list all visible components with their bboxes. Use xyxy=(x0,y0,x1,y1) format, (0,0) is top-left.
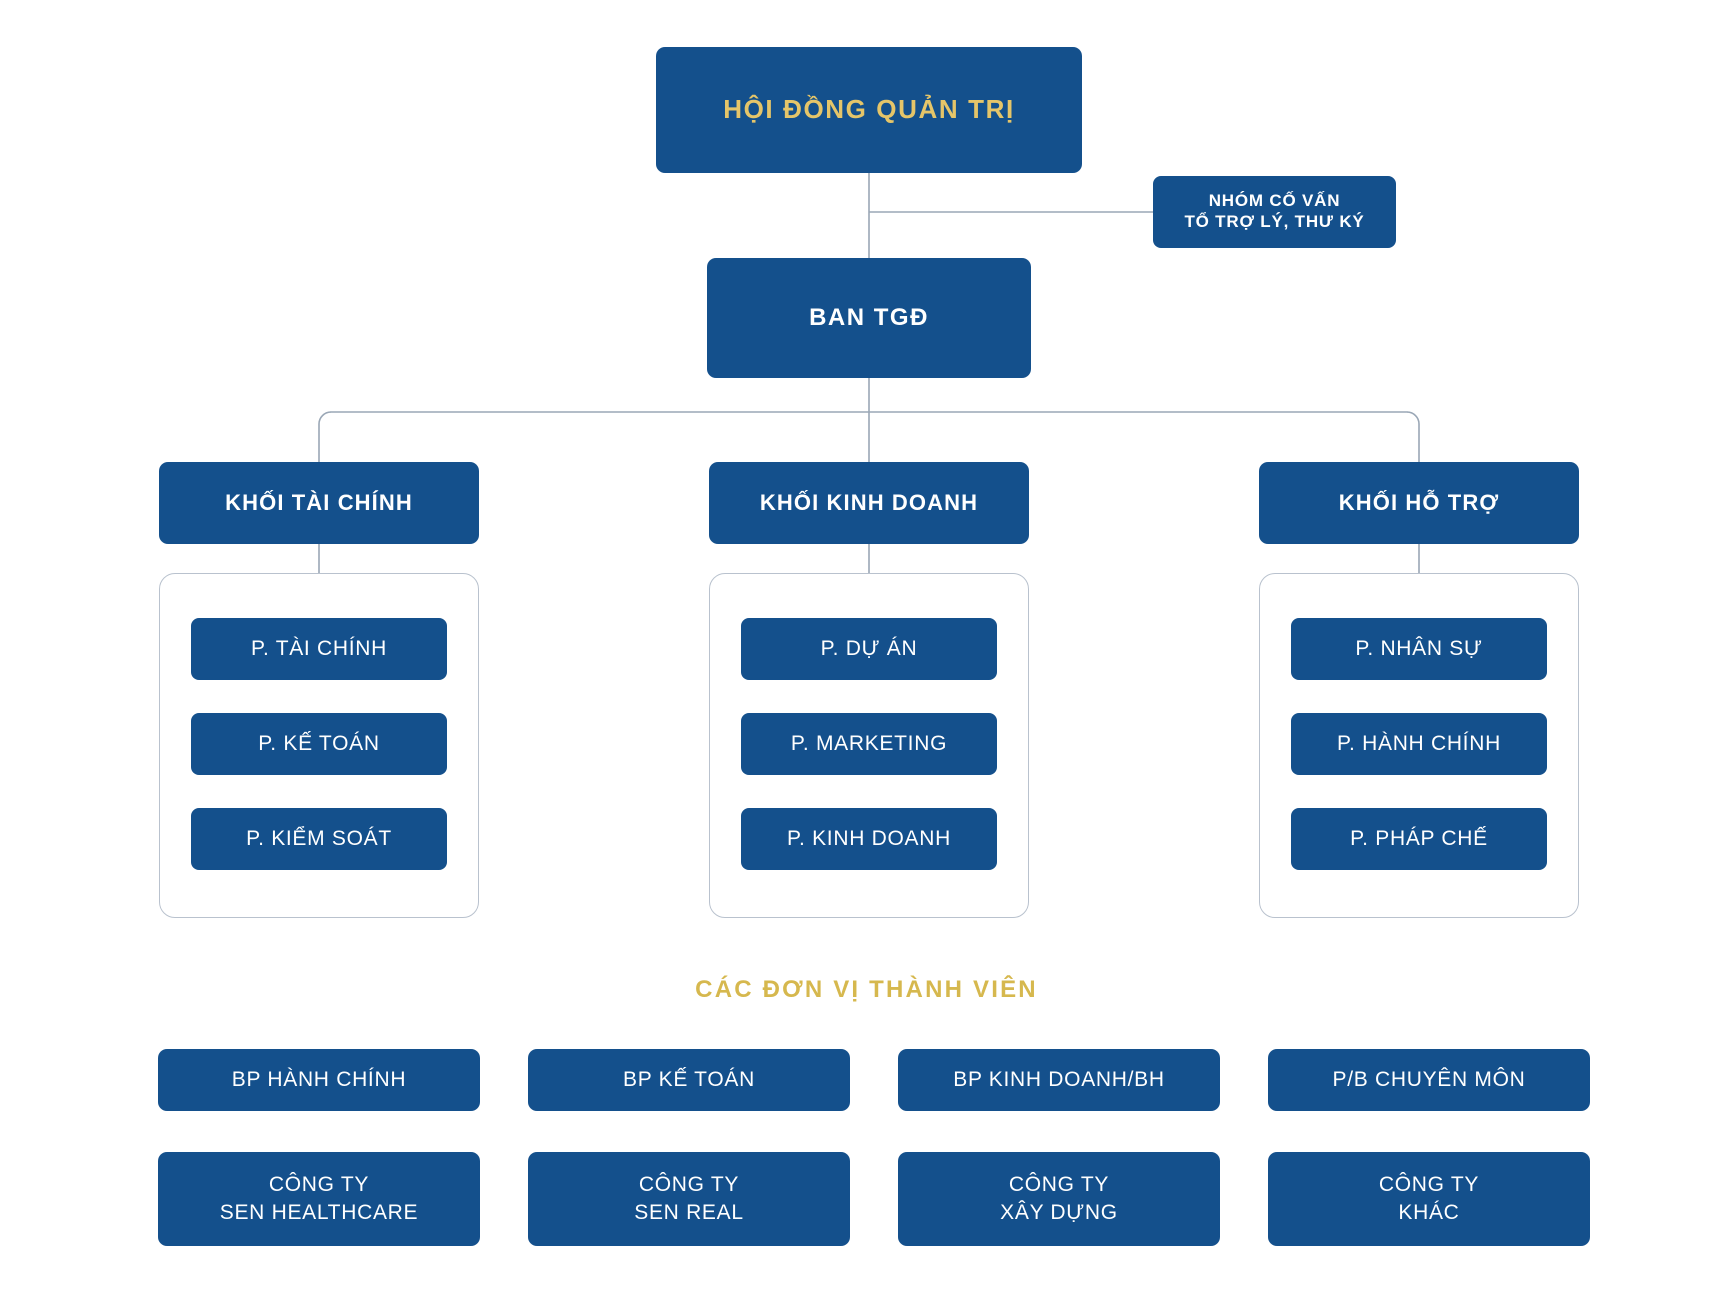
department-support-0[interactable]: P. NHÂN SỰ xyxy=(1291,618,1547,680)
department-finance-0[interactable]: P. TÀI CHÍNH xyxy=(191,618,447,680)
member-unit-3[interactable]: P/B CHUYÊN MÔN xyxy=(1268,1049,1590,1111)
department-business-2[interactable]: P. KINH DOANH xyxy=(741,808,997,870)
wire-bus-corner-right xyxy=(1406,411,1420,425)
node-executive-board[interactable]: BAN TGĐ xyxy=(707,258,1031,378)
department-business-1[interactable]: P. MARKETING xyxy=(741,713,997,775)
department-business-0[interactable]: P. DỰ ÁN xyxy=(741,618,997,680)
member-unit-1[interactable]: BP KẾ TOÁN xyxy=(528,1049,850,1111)
node-board-of-directors[interactable]: HỘI ĐỒNG QUẢN TRỊ xyxy=(656,47,1082,173)
member-company-2[interactable]: CÔNG TY XÂY DỰNG xyxy=(898,1152,1220,1246)
member-units-heading: CÁC ĐƠN VỊ THÀNH VIÊN xyxy=(695,976,1038,1003)
group-frame-business xyxy=(709,573,1029,918)
department-support-1[interactable]: P. HÀNH CHÍNH xyxy=(1291,713,1547,775)
division-head-finance[interactable]: KHỐI TÀI CHÍNH xyxy=(159,462,479,544)
member-unit-2[interactable]: BP KINH DOANH/BH xyxy=(898,1049,1220,1111)
group-frame-support xyxy=(1259,573,1579,918)
node-advisory-group[interactable]: NHÓM CỐ VẤN TỔ TRỢ LÝ, THƯ KÝ xyxy=(1153,176,1396,248)
department-support-2[interactable]: P. PHÁP CHẾ xyxy=(1291,808,1547,870)
member-unit-0[interactable]: BP HÀNH CHÍNH xyxy=(158,1049,480,1111)
member-company-1[interactable]: CÔNG TY SEN REAL xyxy=(528,1152,850,1246)
division-head-business[interactable]: KHỐI KINH DOANH xyxy=(709,462,1029,544)
member-company-3[interactable]: CÔNG TY KHÁC xyxy=(1268,1152,1590,1246)
member-company-0[interactable]: CÔNG TY SEN HEALTHCARE xyxy=(158,1152,480,1246)
group-frame-finance xyxy=(159,573,479,918)
division-head-support[interactable]: KHỐI HỖ TRỢ xyxy=(1259,462,1579,544)
wire-bus-corner-left xyxy=(318,411,332,425)
department-finance-1[interactable]: P. KẾ TOÁN xyxy=(191,713,447,775)
department-finance-2[interactable]: P. KIỂM SOÁT xyxy=(191,808,447,870)
